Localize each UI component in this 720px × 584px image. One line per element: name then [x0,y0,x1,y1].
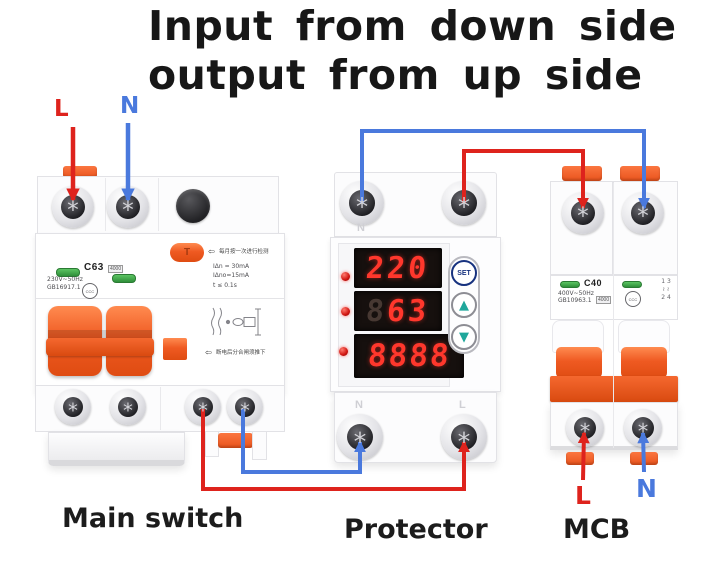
panel-seam [158,178,159,231]
indicator-led-icon [341,272,350,281]
up-button: ▲ [451,292,477,318]
handle-note: 断电后分合闸须推下 [216,350,266,356]
model-label: C63 [84,262,104,273]
down-triangle-icon: ▼ [459,329,469,345]
panel-seam [613,183,614,448]
spec-line: IΔno=15mA [213,272,249,279]
voltage-display-value: 220 [364,250,432,286]
protector-caption: Protector [344,514,488,545]
indicator-led-icon [339,347,348,356]
breaker-handle [556,347,602,378]
screw-terminal [52,186,94,228]
breaker-handle [621,347,667,378]
handle-shadow [48,330,152,338]
title-line-1: Input from down side [148,2,677,50]
screw-terminal [624,409,662,447]
voltage-display: 220 [354,248,442,288]
screw-terminal [340,181,384,225]
din-clip-icon [620,166,660,181]
screw-terminal [562,192,604,234]
terminal-marking: N [355,399,363,411]
pole-markings: 1 3 ≀ ≀ 2 4 [656,278,676,302]
screw-terminal [110,389,146,425]
output-l-label: L [575,481,591,510]
output-n-label: N [636,474,657,503]
din-clip-icon [566,452,594,465]
breaker-symbol-icon: ≀ ≀ [662,286,670,293]
panel-seam [160,387,161,430]
terminal-marking: L [459,399,466,411]
left-arrow-icon: ⇦ [208,247,215,256]
limit-display-value: 8888 [366,338,452,374]
handle-crossbar [46,338,154,356]
screw-terminal [227,389,263,425]
screw-terminal [185,389,221,425]
rating-badge: 4000 [108,265,124,273]
model-label: C40 [584,278,603,288]
pole-top-label: 1 3 [661,278,671,285]
standard-label: GB10963.1 [558,297,592,304]
mcb-caption: MCB [563,514,631,545]
set-button: SET [451,260,477,286]
up-triangle-icon: ▲ [459,297,469,313]
din-tab [205,431,219,457]
circuit-diagram-icon [211,307,261,336]
din-clip-icon [218,433,253,448]
screw-terminal [442,181,486,225]
terminal-marking: N [357,222,365,234]
screw-terminal [107,186,149,228]
status-window-icon [163,338,187,360]
down-button: ▼ [451,324,477,350]
din-clip-icon [562,166,602,181]
screw-terminal [566,409,604,447]
screw-terminal [441,414,487,460]
ccc-mark-icon: CCC [625,291,641,307]
spec-line: IΔn = 30mA [213,263,250,270]
panel-seam [105,178,106,231]
green-indicator [112,274,136,283]
din-clip-icon [630,452,658,465]
title-line-2: output from up side [148,51,643,99]
left-arrow-icon: ⇦ [205,348,212,357]
rating-badge: 4000 [596,296,612,304]
screw-terminal [337,414,383,460]
mcb-label-band [550,275,678,320]
green-indicator [622,281,642,288]
test-note: 每月按一次进行检测 [219,249,269,255]
round-button-icon [176,189,210,223]
body-divider [36,298,284,299]
current-display-value: 63 [385,293,432,329]
voltage-label: 230V~50Hz [47,276,83,283]
handle-crossbar [550,376,678,402]
main-switch-foot [48,432,185,466]
input-l-label: L [54,96,69,122]
test-button: T [170,243,204,262]
spec-line: t ≤ 0.1s [213,282,237,289]
green-indicator [560,281,580,288]
indicator-led-icon [341,307,350,316]
screw-terminal [55,389,91,425]
input-n-label: N [120,93,140,119]
din-tab [252,431,267,460]
screw-terminal [622,192,664,234]
standard-label: GB16917.1 [47,284,81,291]
ccc-mark-icon: CCC [82,283,98,299]
green-indicator [56,268,80,277]
limit-display: 8888 [354,334,464,378]
main-switch-caption: Main switch [62,503,244,534]
voltage-label: 400V~50Hz [558,290,594,297]
pole-bottom-label: 2 4 [661,294,671,301]
